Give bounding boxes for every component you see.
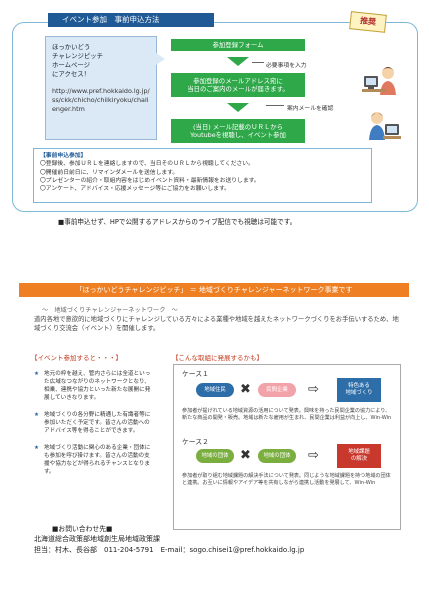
contact-details: 担当：村木、長谷部 011-204-5791 E-mail：sogo.chise…	[34, 546, 305, 554]
note-arrow-icon	[252, 62, 264, 63]
benefit-text: 地元の枠を越え、管内さらには全道といった広域なつながりのネットワークとなり、相乗…	[44, 371, 151, 401]
case2-desc: 参加者が取り組む地域課題の解決手法について発表。同じような地域課題を持つ地域の団…	[182, 473, 391, 487]
cross-icon: ✖	[240, 448, 251, 463]
info-box: 【事前申込参加】 〇登録後、参加ＵＲＬを連絡しますので、当日そのＵＲＬから視聴し…	[33, 148, 372, 203]
recommend-badge: 推奨	[349, 11, 387, 33]
down-arrow-icon	[227, 103, 249, 112]
benefit-text: 地域づくりの各分野に精通した有識者等に参加いただく予定です。皆さんの活動へのアド…	[44, 412, 151, 434]
case2-result: 地域課題 の解決	[337, 444, 381, 468]
info-heading: 【事前申込参加】	[40, 153, 87, 159]
registration-title: イベント参加 事前申込方法	[48, 13, 214, 27]
benefit-text: 地域づくり活動に関心のある企業・団体にも参加を呼び掛けます。皆さんの活動の支援や…	[44, 445, 151, 475]
list-item: ★ 地域づくり活動に関心のある企業・団体にも参加を呼び掛けます。皆さんの活動の支…	[34, 444, 152, 476]
info-line: 〇登録後、参加ＵＲＬを連絡しますので、当日そのＵＲＬから視聴してください。	[40, 161, 254, 168]
benefits-heading: 【イベント参加すると・・・】	[31, 354, 122, 362]
case-panel: ケース１ 地域住民 ✖ 民間企業 ⇨ 特色ある 地域づくり 参加者が提げれている…	[173, 364, 401, 530]
case2-party-a: 地域の団体	[196, 449, 234, 463]
list-item: ★ 地元の枠を越え、管内さらには全道といった広域なつながりのネットワークとなり、…	[34, 370, 152, 402]
contact-org: 北海道総合政策部地域創生局地域政策課	[34, 535, 160, 543]
network-subtitle: ～ 地域づくりチャレンジャーネットワーク ～	[42, 307, 178, 314]
project-banner: 「ほっかいどうチャレンジピッチ」 ＝ 地域づくりチャレンジャーネットワーク事業で…	[19, 283, 409, 297]
step-email-arrival: 参加登録のメールアドレス宛に 当日のご案内のメールが届きます。	[171, 73, 305, 97]
star-icon: ★	[34, 371, 40, 377]
person-computer-icon	[362, 67, 396, 95]
case2-title: ケース２	[182, 438, 209, 446]
cases-heading: 【こんな取組に発展するかも】	[172, 354, 263, 362]
right-arrow-icon: ⇨	[308, 382, 319, 397]
info-line: 〇プレゼンターの紹介・取組内容をはじめイベント資料・最新情報をお送りします。	[40, 177, 260, 184]
case1-result: 特色ある 地域づくり	[337, 378, 381, 402]
note-input: 必要事項を入力	[266, 63, 307, 69]
note-check-mail: 案内メールを確認	[287, 106, 334, 112]
step-watch-youtube: (当日) メール記載のＵＲＬから Youtubeを視聴し、イベント参加	[171, 119, 305, 143]
website-url[interactable]: http://www.pref.hokkaido.lg.jp/ss/ckk/ch…	[52, 87, 150, 113]
case1-desc: 参加者が提げれている地域資源の活用について発表。興味を持った民間企業の協力により…	[182, 408, 392, 422]
list-item: ★ 地域づくりの各分野に精通した有識者等に参加いただく予定です。皆さんの活動への…	[34, 411, 152, 435]
info-line: 〇開催前日前日に、リマインダメールを送信します。	[40, 169, 179, 176]
access-text: ほっかいどう チャレンジピッチ ホームページ にアクセス！	[52, 43, 104, 78]
benefits-list: ★ 地元の枠を越え、管内さらには全道といった広域なつながりのネットワークとなり、…	[34, 370, 152, 485]
case1-party-a: 地域住民	[196, 383, 234, 397]
down-arrow-icon	[227, 57, 249, 66]
case1-party-b: 民間企業	[258, 383, 296, 397]
star-icon: ★	[34, 412, 40, 418]
star-icon: ★	[34, 445, 40, 451]
case1-title: ケース１	[182, 370, 209, 378]
step-registration-form: 参加登録フォーム	[171, 39, 305, 51]
person-viewer-icon	[369, 112, 401, 140]
right-arrow-icon: ⇨	[308, 448, 319, 463]
info-line: 〇アンケート、アドバイス・応援メッセージ等にご協力をお願いします。	[40, 186, 230, 193]
stream-note: ■事前申込せず、HPで公開するアドレスからのライブ配信でも視聴は可能です。	[58, 218, 297, 226]
case2-party-b: 地域の団体	[258, 449, 296, 463]
note-arrow-icon	[266, 105, 284, 106]
website-callout: ほっかいどう チャレンジピッチ ホームページ にアクセス！ http://www…	[45, 36, 165, 140]
contact-heading: ■お問い合わせ先■	[52, 525, 113, 533]
cross-icon: ✖	[240, 382, 251, 397]
intro-text: 道内各地で意欲的に地域づくりにチャレンジしている方々による業種や地域を越えたネッ…	[34, 316, 399, 333]
